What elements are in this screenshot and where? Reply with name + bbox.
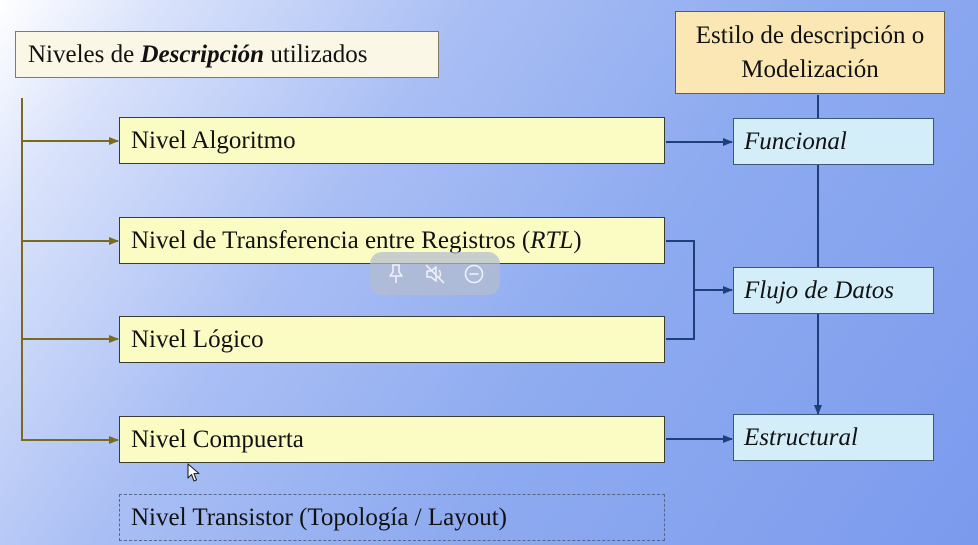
level-transistor-box: Nivel Transistor (Topología / Layout)	[119, 494, 665, 541]
title-suffix: utilizados	[264, 40, 368, 68]
style-estructural-box: Estructural	[733, 414, 934, 461]
bracket-rtl-logico	[666, 240, 695, 340]
mute-icon[interactable]	[422, 261, 448, 287]
style-flujo-box: Flujo de Datos	[733, 267, 934, 314]
pin-icon[interactable]	[383, 261, 409, 287]
style-funcional-label: Funcional	[744, 127, 847, 155]
style-estructural-label: Estructural	[744, 423, 858, 451]
level-rtl-close: )	[573, 226, 582, 254]
level-rtl-label: Nivel de Transferencia entre Registros (	[131, 226, 531, 254]
style-funcional-box: Funcional	[733, 118, 934, 165]
level-compuerta-box: Nivel Compuerta	[119, 416, 665, 463]
diagram-title: Niveles de Descripción utilizados	[15, 31, 439, 78]
video-controls-overlay	[370, 252, 500, 295]
level-algoritmo-box: Nivel Algoritmo	[119, 117, 665, 164]
level-compuerta-label: Nivel Compuerta	[131, 425, 304, 453]
title-prefix: Niveles de	[28, 40, 141, 68]
level-algoritmo-label: Nivel Algoritmo	[131, 126, 296, 154]
level-transistor-label: Nivel Transistor (Topología / Layout)	[131, 503, 508, 531]
style-header-label: Estilo de descripción o Modelización	[695, 21, 925, 83]
style-header-box: Estilo de descripción o Modelización	[675, 11, 945, 94]
minus-circle-icon[interactable]	[461, 261, 487, 287]
mouse-cursor-icon	[187, 463, 200, 482]
level-rtl-abbr: RTL	[530, 226, 574, 254]
level-logico-box: Nivel Lógico	[119, 316, 665, 363]
title-emphasis: Descripción	[140, 40, 265, 68]
style-flujo-label: Flujo de Datos	[744, 276, 894, 304]
level-logico-label: Nivel Lógico	[131, 325, 264, 353]
